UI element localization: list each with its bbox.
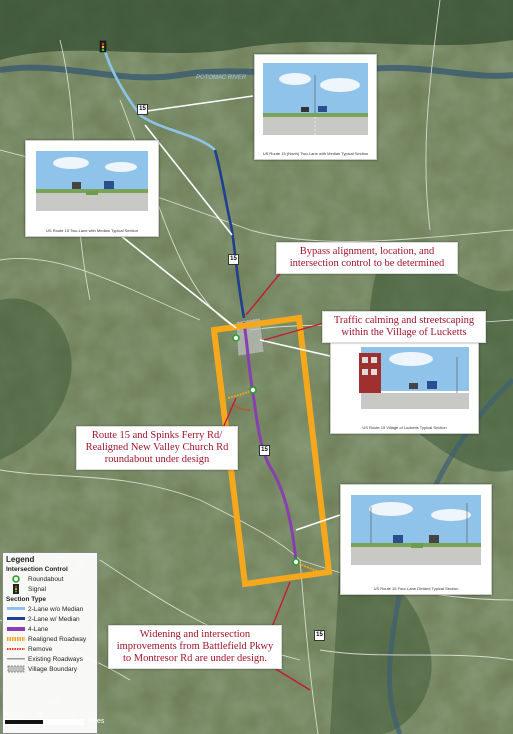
remove-segment xyxy=(231,403,251,411)
legend-signal: Signal xyxy=(7,584,97,594)
dashed-swatch-icon xyxy=(7,648,25,650)
panel-leaders xyxy=(119,95,341,531)
panel-1-caption: US Route 15 (North) Two-Lane with Median… xyxy=(262,151,369,156)
forest-north xyxy=(0,0,513,60)
typical-section-panel-3[interactable]: US Route 15 Village of Lucketts Typical … xyxy=(330,336,479,434)
panel-2-caption: US Route 15 Two-Lane with Median Typical… xyxy=(46,228,138,233)
legend-title: Legend xyxy=(6,555,35,564)
scale-unit: Miles xyxy=(88,718,105,725)
route-shield-2: 15 xyxy=(228,254,239,265)
route-shield-4: 15 xyxy=(314,630,325,641)
roundabout-markers xyxy=(232,334,300,566)
signal-north xyxy=(99,40,107,53)
legend-realigned: Realigned Roadway xyxy=(7,634,97,644)
panel-4-caption: US Route 15 Four-Lane Divided Typical Se… xyxy=(373,586,459,591)
route15-2lane-median xyxy=(213,149,246,319)
callout-roundabout: Route 15 and Spinks Ferry Rd/ Realigned … xyxy=(76,426,238,470)
route15-2lane-no-median xyxy=(101,44,216,151)
line-swatch-icon xyxy=(7,627,25,631)
callout-bypass: Bypass alignment, location, and intersec… xyxy=(276,242,458,274)
forest-west xyxy=(0,298,72,460)
cross-section-image xyxy=(36,151,148,211)
legend-intersection-title: Intersection Control xyxy=(6,566,68,573)
line-swatch-icon xyxy=(7,607,25,610)
dashed-swatch-icon xyxy=(7,637,25,641)
legend-section-title: Section Type xyxy=(6,596,46,603)
legend-4lane: 4-Lane xyxy=(7,624,97,634)
legend-village: Village Boundary xyxy=(7,664,97,674)
legend-2lane-no-median: 2-Lane w/o Median xyxy=(7,604,97,614)
panel-3-caption: US Route 15 Village of Lucketts Typical … xyxy=(362,425,447,430)
forest-south xyxy=(330,560,432,734)
legend: Legend Intersection Control Roundabout S… xyxy=(2,552,98,734)
route15-4lane xyxy=(242,321,298,563)
legend-remove: Remove xyxy=(7,644,97,654)
signal-icon xyxy=(13,584,19,594)
river-label: POTOMAC RIVER xyxy=(196,75,247,81)
callout-widening: Widening and intersection improvements f… xyxy=(108,625,282,669)
route-shield-3: 15 xyxy=(259,445,270,456)
focus-area-box xyxy=(210,314,333,588)
legend-roundabout: Roundabout xyxy=(7,574,97,584)
cross-section-image xyxy=(351,495,481,565)
legend-2lane-median: 2-Lane w/ Median xyxy=(7,614,97,624)
typical-section-panel-1[interactable]: US Route 15 (North) Two-Lane with Median… xyxy=(254,54,377,160)
legend-existing: Existing Roadways xyxy=(7,654,97,664)
callout-traffic-calming: Traffic calming and streetscaping within… xyxy=(322,311,486,343)
area-swatch-icon xyxy=(7,665,25,673)
route-shield-1: 15 xyxy=(137,104,148,115)
scale-bar: 0 ½ 1 Miles xyxy=(4,712,105,725)
cross-section-image xyxy=(359,347,469,409)
cross-section-image xyxy=(263,63,368,135)
typical-section-panel-4[interactable]: US Route 15 Four-Lane Divided Typical Se… xyxy=(340,484,492,595)
line-swatch-icon xyxy=(7,617,25,620)
line-swatch-icon xyxy=(7,658,25,660)
roundabout-icon xyxy=(12,575,20,583)
typical-section-panel-2[interactable]: US Route 15 Two-Lane with Median Typical… xyxy=(25,140,159,237)
